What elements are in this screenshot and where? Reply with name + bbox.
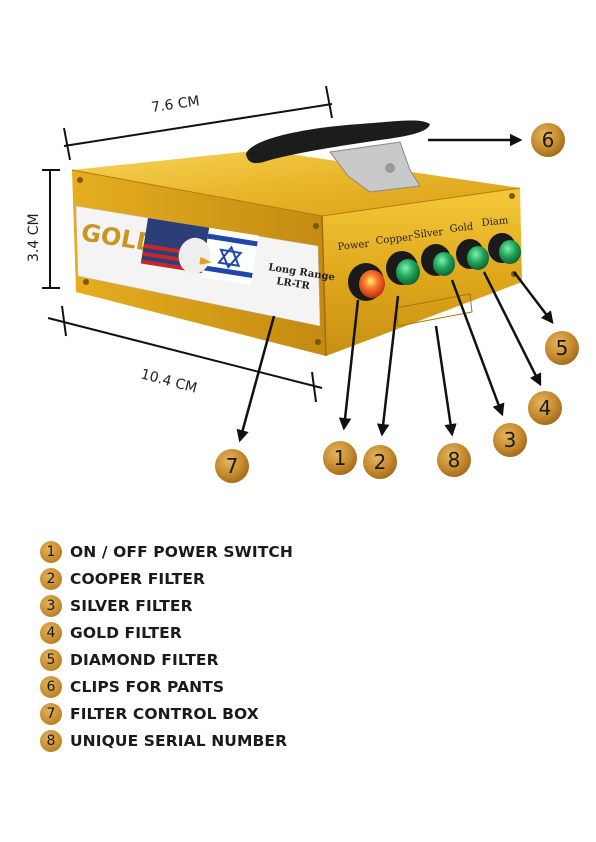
device-sticker: GOLD Long Range LR-TR [75,205,336,327]
callout-4-number: 4 [539,396,552,420]
button-label-copper: Copper [375,232,413,247]
callout-8: 8 [437,443,471,477]
legend-item: 4 GOLD FILTER [40,619,293,646]
height-label: 3.4 CM [26,213,42,262]
callout-3: 3 [493,423,527,457]
legend-number: 3 [40,594,62,617]
legend-item: 5 DIAMOND FILTER [40,646,293,673]
callout-5-number: 5 [556,336,569,360]
power-switch[interactable] [348,263,385,301]
callout-1-number: 1 [334,446,347,470]
legend-number: 6 [40,675,62,698]
legend-number: 2 [40,567,62,590]
legend-number: 7 [40,702,62,725]
callout-1: 1 [323,441,357,475]
callout-7-number: 7 [226,454,239,478]
pants-clip [246,120,430,193]
serial-number-plate [395,293,473,327]
width-label: 7.6 CM [150,93,200,116]
callout-2: 2 [363,445,397,479]
legend-item: 1 ON / OFF POWER SWITCH [40,538,293,565]
callout-4: 4 [528,391,562,425]
legend-text: DIAMOND FILTER [70,650,219,669]
legend-text: GOLD FILTER [70,623,182,642]
dimension-width: 7.6 CM [63,85,333,161]
button-label-silver: Silver [413,227,444,241]
legend-number: 8 [40,729,62,752]
callout-8-number: 8 [448,448,461,472]
diamond-filter-button[interactable] [488,233,521,264]
callout-6: 6 [531,123,565,157]
callout-7: 7 [215,449,249,483]
button-label-diam: Diam [481,215,509,229]
legend-text: UNIQUE SERIAL NUMBER [70,731,288,750]
legend-item: 3 SILVER FILTER [40,592,293,619]
callout-3-number: 3 [504,428,517,452]
legend-text: SILVER FILTER [70,596,193,615]
button-label-gold: Gold [449,222,474,235]
legend-number: 5 [40,648,62,671]
legend-item: 7 FILTER CONTROL BOX [40,700,293,727]
length-label: 10.4 CM [139,366,199,396]
legend-text: CLIPS FOR PANTS [70,677,225,696]
silver-filter-button[interactable] [421,244,455,276]
model-line2: LR-TR [276,276,312,292]
callout-2-number: 2 [374,450,387,474]
pointer-lines [236,133,554,443]
legend: 1 ON / OFF POWER SWITCH 2 COOPER FILTER … [40,538,293,754]
legend-text: COOPER FILTER [70,569,206,588]
dimension-height: 3.4 CM [26,169,60,289]
legend-item: 2 COOPER FILTER [40,565,293,592]
button-label-power: Power [337,239,370,253]
legend-text: ON / OFF POWER SWITCH [70,542,293,561]
legend-text: FILTER CONTROL BOX [70,704,259,723]
gold-filter-button[interactable] [456,239,489,270]
legend-number: 4 [40,621,62,644]
legend-item: 6 CLIPS FOR PANTS [40,673,293,700]
device-figure: 7.6 CM 3.4 CM 10.4 CM GOLD [26,85,579,483]
callout-6-number: 6 [542,128,555,152]
callout-5: 5 [545,331,579,365]
flag-image [140,218,259,285]
legend-item: 8 UNIQUE SERIAL NUMBER [40,727,293,754]
copper-filter-button[interactable] [386,251,420,285]
button-labels: Power Copper Silver Gold Diam [337,215,509,253]
legend-number: 1 [40,540,62,563]
